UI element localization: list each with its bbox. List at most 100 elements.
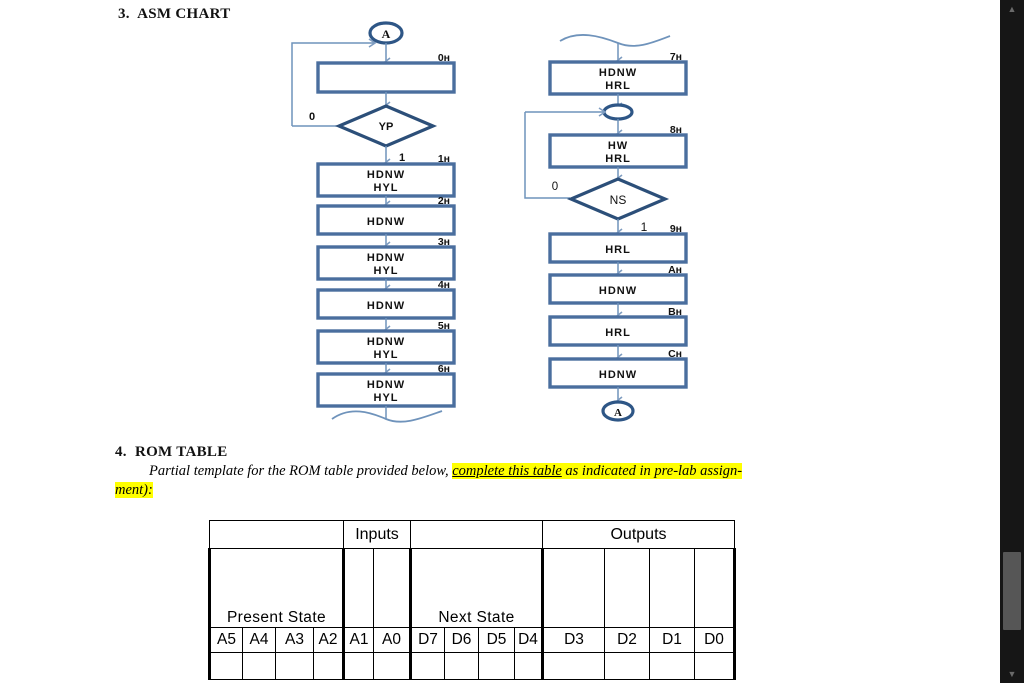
cell-a3[interactable] <box>275 652 314 680</box>
state-3h-line-2: HYL <box>374 265 399 277</box>
decision-yp-branch-false: 0 <box>309 111 315 123</box>
junction-node <box>602 103 634 121</box>
state-code-ch: Cн <box>668 348 682 360</box>
signal-header-d7: D7 <box>410 627 445 653</box>
group-header-blank-mid <box>410 520 543 549</box>
span-cell-d2 <box>604 548 650 628</box>
state-5h-line-2: HYL <box>374 349 399 361</box>
section-heading-asm-chart: 3. ASM CHART <box>118 6 231 22</box>
signal-header-d4: D4 <box>514 627 543 653</box>
signal-header-a4: A4 <box>242 627 276 653</box>
state-3h-line-1: HDNW <box>367 252 405 264</box>
cell-d6[interactable] <box>444 652 479 680</box>
state-box-4h <box>316 288 456 320</box>
state-box-6h <box>316 372 456 408</box>
signal-header-a0: A0 <box>373 627 412 653</box>
state-9h-line-1: HRL <box>605 244 631 256</box>
state-code-5h: 5н <box>438 320 450 332</box>
state-box-5h <box>316 329 456 365</box>
cell-d2[interactable] <box>604 652 650 680</box>
span-label-next-state: Next State <box>410 548 543 628</box>
signal-header-d6: D6 <box>444 627 479 653</box>
cell-d0[interactable] <box>694 652 736 680</box>
state-bh-line-1: HRL <box>605 327 631 339</box>
span-cell-d3 <box>541 548 605 628</box>
state-code-9h: 9н <box>670 223 682 235</box>
state-code-0h: 0н <box>438 52 450 64</box>
state-1h-line-1: HDNW <box>367 169 405 181</box>
state-box-bh <box>548 315 688 347</box>
connector-a-top-label: A <box>382 27 391 41</box>
signal-header-a3: A3 <box>275 627 314 653</box>
span-label-present-state: Present State <box>208 548 344 628</box>
squiggle-exit-left <box>331 410 443 423</box>
decision-ns-label: NS <box>610 193 627 207</box>
state-5h-line-1: HDNW <box>367 336 405 348</box>
asm-chart-figure: A 0н YP 0 1 1н HDNW HYL <box>270 18 740 428</box>
state-box-0h <box>316 61 456 94</box>
signal-header-d3: D3 <box>541 627 605 653</box>
decision-yp-branch-true: 1 <box>399 152 405 164</box>
state-4h-line-1: HDNW <box>367 300 405 312</box>
section-heading-rom-table: 4. ROM TABLE <box>115 444 228 460</box>
span-cell-a0 <box>373 548 412 628</box>
paragraph-highlight-line2: ment): <box>115 482 153 498</box>
cell-a0[interactable] <box>373 652 412 680</box>
state-box-7h <box>548 60 688 96</box>
group-header-blank-left <box>209 520 344 549</box>
cell-a1[interactable] <box>342 652 374 680</box>
document-page: 3. ASM CHART A <box>115 6 880 680</box>
table-span-label-row: Present State Next State <box>208 548 736 628</box>
cell-d1[interactable] <box>649 652 695 680</box>
span-cell-a1 <box>342 548 374 628</box>
cell-a5[interactable] <box>208 652 243 680</box>
decision-ns-branch-true: 1 <box>641 220 648 234</box>
connector-a-bottom <box>601 400 635 422</box>
connector-a-bottom-label: A <box>614 407 622 419</box>
state-code-3h: 3н <box>438 236 450 248</box>
scrollbar-thumb[interactable] <box>1003 552 1021 630</box>
scroll-up-arrow-icon[interactable]: ▲ <box>1007 3 1017 14</box>
feedback-path-left <box>291 38 377 126</box>
state-8h-line-1: HW <box>608 140 628 152</box>
state-code-ah: Aн <box>668 264 682 276</box>
decision-ns-branch-false: 0 <box>552 181 558 193</box>
rom-table-instructions: Partial template for the ROM table provi… <box>115 462 880 500</box>
squiggle-entry-right <box>559 34 671 47</box>
signal-header-d2: D2 <box>604 627 650 653</box>
cell-d7[interactable] <box>410 652 445 680</box>
state-code-4h: 4н <box>438 279 450 291</box>
state-code-1h: 1н <box>438 153 450 165</box>
state-code-bh: Bн <box>668 306 682 318</box>
state-8h-line-2: HRL <box>605 153 631 165</box>
table-signal-header-row: A5 A4 A3 A2 A1 A0 D7 D6 D5 D4 D3 D2 D1 D… <box>208 627 736 653</box>
cell-d5[interactable] <box>478 652 515 680</box>
signal-header-d1: D1 <box>649 627 695 653</box>
table-group-header-row: Inputs Outputs <box>209 520 735 549</box>
cell-a4[interactable] <box>242 652 276 680</box>
state-code-2h: 2н <box>438 195 450 207</box>
state-box-1h <box>316 162 456 198</box>
signal-header-a1: A1 <box>342 627 374 653</box>
scroll-down-arrow-icon[interactable]: ▼ <box>1007 668 1017 679</box>
state-ah-line-1: HDNW <box>599 285 637 297</box>
cell-d3[interactable] <box>541 652 605 680</box>
state-2h-line-1: HDNW <box>367 216 405 228</box>
state-ch-line-1: HDNW <box>599 369 637 381</box>
state-box-ah <box>548 273 688 305</box>
signal-header-d5: D5 <box>478 627 515 653</box>
vertical-scrollbar[interactable]: ▲ ▼ <box>1000 0 1024 683</box>
state-7h-line-1: HDNW <box>599 67 637 79</box>
signal-header-a2: A2 <box>313 627 344 653</box>
decision-yp-label: YP <box>379 121 394 133</box>
signal-header-d0: D0 <box>694 627 736 653</box>
state-6h-line-1: HDNW <box>367 379 405 391</box>
state-6h-line-2: HYL <box>374 392 399 404</box>
asm-right-column: 7н HDNW HRL 8н HW HRL NS 0 <box>524 34 688 422</box>
cell-d4[interactable] <box>514 652 543 680</box>
signal-header-a5: A5 <box>208 627 243 653</box>
state-code-7h: 7н <box>670 51 682 63</box>
span-cell-d0 <box>694 548 736 628</box>
span-cell-d1 <box>649 548 695 628</box>
cell-a2[interactable] <box>313 652 344 680</box>
